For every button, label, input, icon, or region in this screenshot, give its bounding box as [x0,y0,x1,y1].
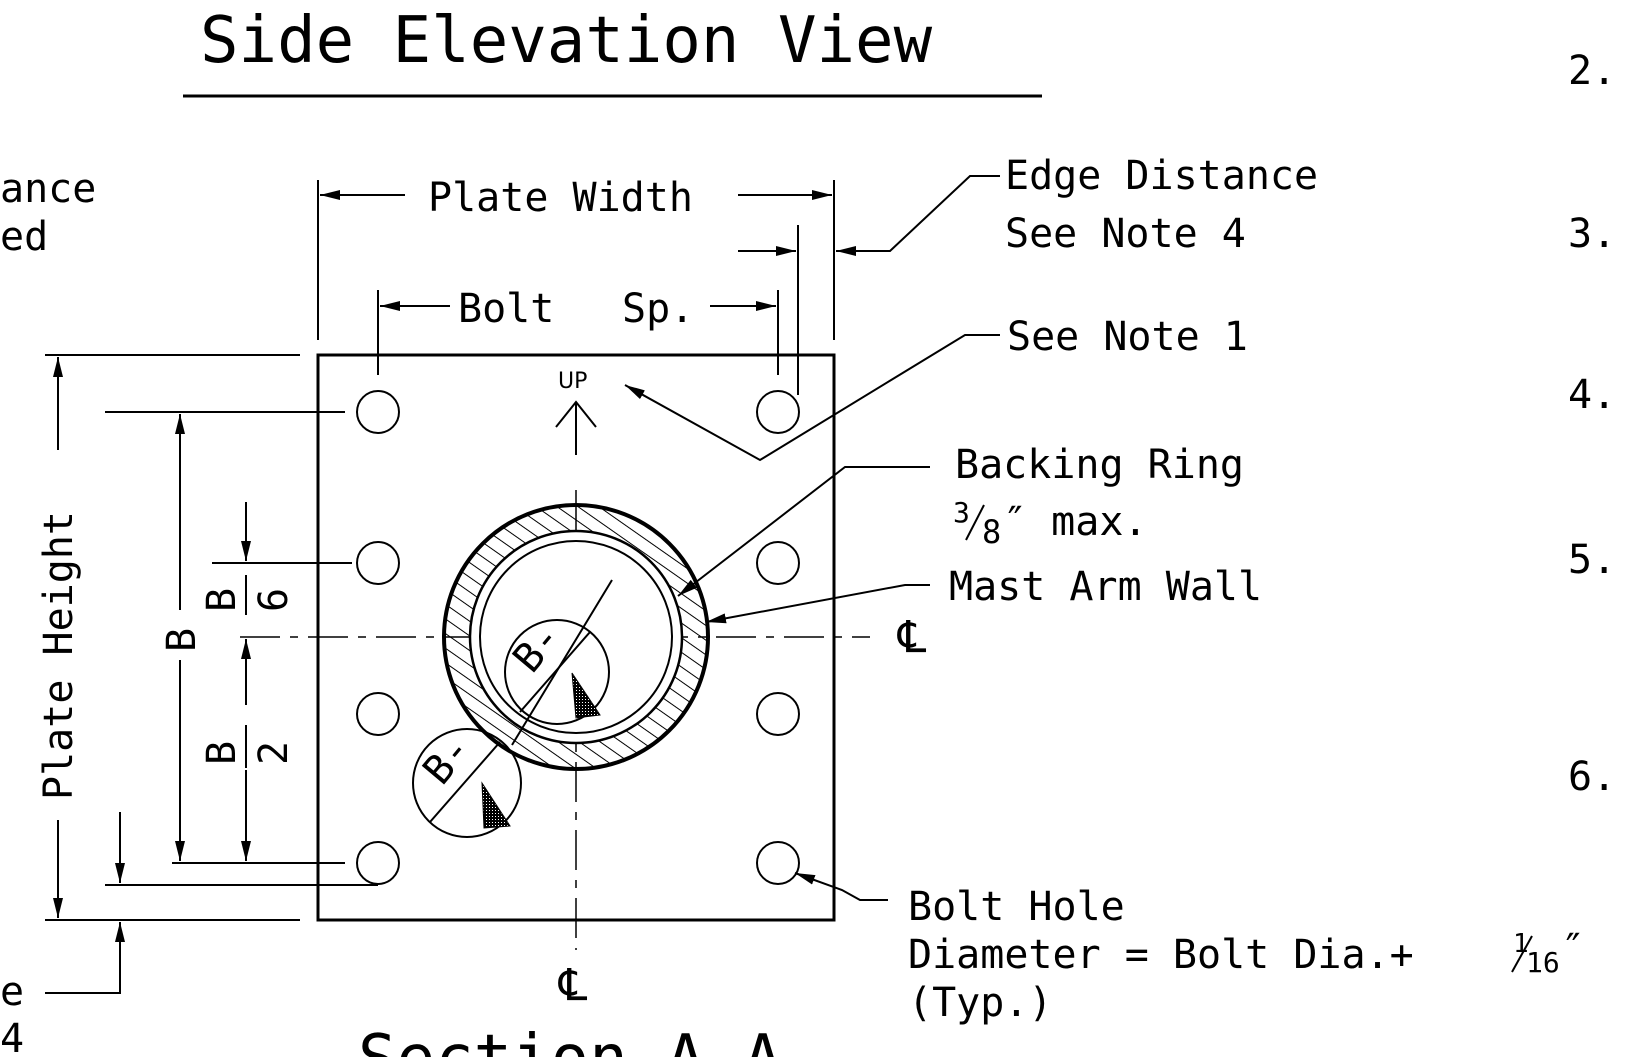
plate-width-label: Plate Width [428,175,693,221]
note-number: 5. [1568,537,1616,583]
b6-numerator: B [199,588,245,612]
bolt-hole-diameter: Diameter = Bolt Dia.+ [908,932,1414,978]
bolt-hole [356,692,400,736]
edge-distance-label: Edge Distance [1005,153,1318,199]
bolt-hole-frac-bar [1511,935,1533,973]
page-title: Side Elevation View [200,4,933,78]
edge-distance-leader [836,175,1000,256]
bolt-hole [356,541,400,585]
bolt-hole [356,841,400,885]
plate-height-label: Plate Height [36,511,82,800]
bolt-holes [356,390,800,885]
backing-ring-frac-bar [965,504,985,541]
note-number: 3. [1568,211,1616,257]
see-note-1-label: See Note 1 [1007,314,1248,360]
weld-2-label: B- [414,727,480,793]
backing-ring-leader [677,466,930,597]
bolt-hole-frac-den: 16 [1526,946,1560,979]
backing-ring-label: Backing Ring [955,442,1244,488]
mast-arm-section [442,503,710,771]
mast-arm-outer-wall [442,503,710,771]
left-fragment-1: ance [0,166,96,212]
bolt-sp-label-2: Sp. [622,286,694,332]
bolt-hole [356,390,400,434]
bolt-sp-label-1: Bolt [458,286,554,332]
left-fragment-2: ed [0,214,48,260]
bolt-hole-frac-num: 1 [1513,929,1529,959]
left-fragment-3: e [0,969,24,1015]
mast-arm-wall-leader [705,584,930,624]
b-label: B [159,628,205,652]
b2-denominator: 2 [251,741,297,765]
note-number: 2. [1568,48,1616,94]
note-number: 4. [1568,372,1616,418]
backing-ring-frac-den: 8 [982,513,1001,551]
b6-denominator: 6 [251,588,297,612]
bolt-hole [756,390,800,434]
b2-numerator: B [199,741,245,765]
up-arrow-head-icon [555,400,597,428]
note-number: 6. [1568,754,1616,800]
backing-ring-inner [479,540,673,734]
weld-symbol-2: B- [412,727,522,838]
section-label: Section A-A [358,1022,782,1057]
bolt-hole [756,841,800,885]
bolt-hole [756,692,800,736]
bolt-hole-label: Bolt Hole [908,884,1125,930]
weld-leader-line [511,579,613,746]
backing-ring-frac-num: 3 [953,496,970,529]
edge-distance-note: See Note 4 [1005,211,1246,257]
bolt-hole-leader [794,872,888,901]
up-label: UP [558,369,587,394]
left-fragment-4: 4 [0,1016,24,1057]
bolt-hole-inch: ″ [1561,926,1585,972]
bolt-hole [756,541,800,585]
centerline-symbol-right: ℄ [897,612,927,663]
centerline-symbol-bottom: ℄ [558,960,588,1011]
bolt-hole-typ: (Typ.) [908,980,1053,1026]
backing-ring-max: ″ max. [1003,499,1148,545]
see-note-1-leader [624,334,1000,462]
bottom-edge-leader [45,922,125,994]
mast-arm-wall-label: Mast Arm Wall [949,564,1262,610]
